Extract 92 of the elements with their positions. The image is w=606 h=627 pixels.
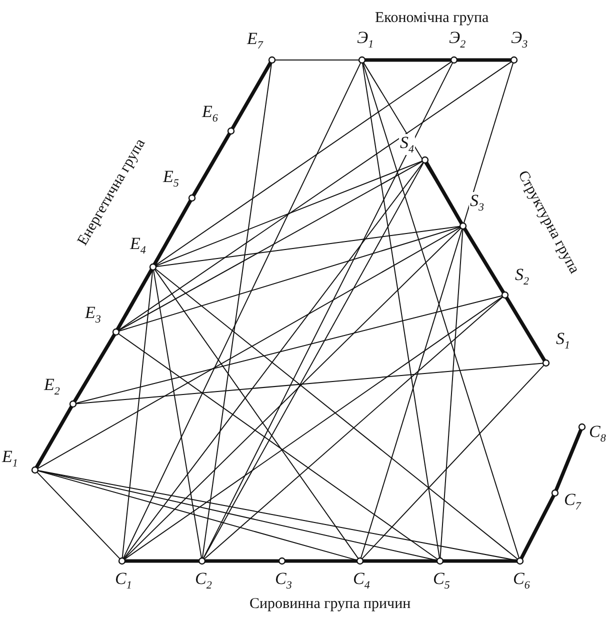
group-boundary-line (443, 559, 517, 563)
point-marker (31, 466, 39, 474)
point-marker (578, 423, 586, 431)
point-label: C$_{3}$ (274, 570, 293, 592)
connector-line (36, 472, 120, 560)
group-boundary-line (116, 268, 154, 330)
point-label: E$_{7}$ (246, 30, 264, 52)
point-label: Э$_{3}$ (510, 29, 529, 50)
group-boundary-line (285, 559, 357, 563)
point-marker (459, 222, 467, 230)
point-label: C$_{4}$ (352, 570, 371, 592)
group-boundary-line (230, 62, 272, 130)
point-label: C$_{7}$ (563, 491, 582, 512)
group-boundary-line (505, 296, 546, 362)
connector-line (362, 62, 440, 559)
group-boundary-line (363, 559, 437, 563)
point-marker (198, 557, 206, 565)
connector-line (202, 62, 272, 559)
group-label: Економічна група (375, 10, 489, 26)
group-boundary-line (152, 200, 192, 266)
group-boundary-line (73, 334, 116, 402)
point-marker (149, 263, 157, 271)
point-marker (436, 557, 444, 565)
connector-line (37, 470, 358, 561)
point-marker (112, 328, 120, 336)
group-boundary-line (554, 429, 583, 491)
connector-line (118, 226, 461, 332)
point-label: E$_{3}$ (84, 304, 102, 326)
point-label: S$_{2}$ (514, 266, 530, 288)
group-boundary-line (125, 559, 199, 563)
point-marker (69, 400, 77, 408)
point-marker (510, 56, 518, 64)
point-marker (551, 489, 559, 497)
connector-line (123, 162, 424, 560)
group-boundary-line (365, 58, 451, 62)
connector-line (202, 162, 424, 559)
point-marker (501, 291, 509, 299)
point-marker (268, 56, 276, 64)
connector-line (155, 160, 423, 266)
connector-line (75, 295, 503, 404)
connector-line (122, 62, 362, 559)
point-label: E$_{5}$ (162, 168, 180, 190)
connector-line (154, 61, 452, 266)
connector-line (440, 228, 464, 558)
point-label: C$_{5}$ (432, 570, 451, 592)
group-boundary-line (424, 162, 464, 224)
group-boundary-line (520, 494, 556, 560)
connector-line (122, 269, 154, 559)
point-marker (516, 557, 524, 565)
point-label: C$_{8}$ (588, 423, 606, 444)
group-boundary-line (34, 406, 74, 468)
point-label: E$_{1}$ (1, 448, 19, 470)
connector-line (154, 268, 518, 560)
point-label: Э$_{1}$ (356, 29, 375, 50)
connector-line (155, 226, 461, 268)
connector-line (118, 61, 512, 331)
point-marker (118, 557, 126, 565)
point-label: S$_{3}$ (469, 192, 485, 214)
group-boundary-line (457, 58, 511, 62)
point-label: S$_{4}$ (399, 134, 415, 156)
point-label: C$_{2}$ (194, 570, 213, 592)
connector-line (362, 364, 544, 560)
connector-line (124, 296, 504, 560)
point-label: E$_{6}$ (201, 103, 219, 124)
group-boundary-line (205, 559, 279, 563)
group-label: Сировинна група причин (250, 596, 411, 612)
connector-line (37, 226, 461, 470)
point-label: E$_{4}$ (129, 235, 147, 256)
connector-line (204, 296, 504, 560)
connector-line (37, 470, 438, 561)
connector-line (124, 228, 462, 560)
connector-line (118, 160, 423, 332)
connector-line (118, 333, 438, 560)
connector-line (76, 362, 544, 404)
connector-line (153, 269, 202, 559)
point-label: C$_{1}$ (114, 570, 133, 592)
point-label: S$_{1}$ (555, 330, 571, 352)
point-marker (278, 557, 286, 565)
point-marker (450, 56, 458, 64)
connector-line (154, 268, 359, 560)
group-boundary-line (463, 228, 505, 294)
point-marker (542, 359, 550, 367)
point-marker (188, 194, 196, 202)
connector-line (202, 62, 454, 559)
point-marker (227, 127, 235, 135)
point-marker (358, 56, 366, 64)
point-marker (356, 557, 364, 565)
point-label: C$_{6}$ (512, 570, 531, 592)
group-boundary-line (192, 132, 232, 196)
point-marker (421, 156, 429, 164)
point-label: Э$_{2}$ (448, 29, 467, 50)
point-label: E$_{2}$ (43, 376, 61, 398)
